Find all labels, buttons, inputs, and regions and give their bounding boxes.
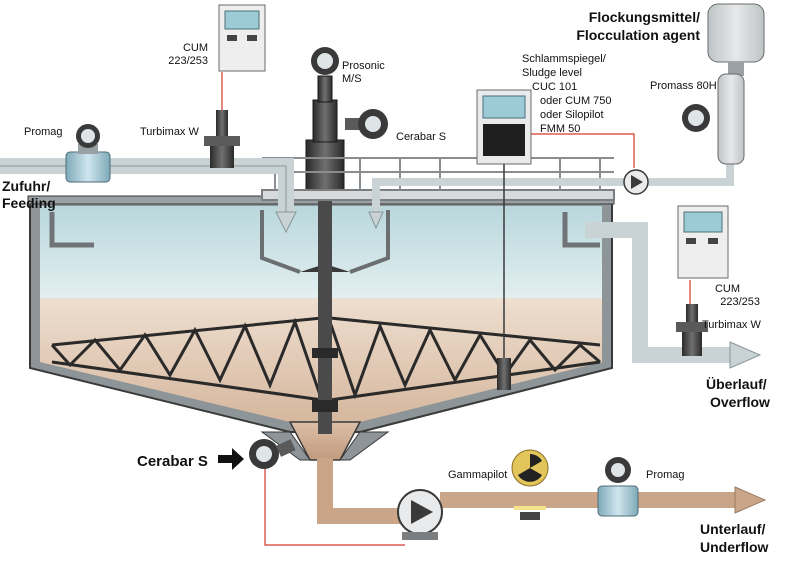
promass-flowmeter[interactable]: [682, 73, 745, 165]
cerabar-bottom-sensor[interactable]: [249, 439, 296, 469]
overflow-label-line1: Überlauf/: [706, 376, 767, 392]
cerabar-top-label: Cerabar S: [396, 131, 446, 143]
underflow-label-line1: Unterlauf/: [700, 521, 765, 537]
promass-label: Promass 80H: [650, 80, 717, 92]
cum-right-label-line2: 223/253: [720, 296, 760, 308]
sludge-label-line5: oder Silopilot: [540, 109, 604, 121]
sludge-label-line3: CUC 101: [532, 81, 577, 93]
flock-label-line2: Flocculation agent: [576, 27, 700, 43]
prosonic-label-line1: Prosonic: [342, 60, 385, 72]
promag-right-meter[interactable]: [597, 457, 639, 517]
cum-top-label-line2: 223/253: [168, 55, 208, 67]
gammapilot-sensor[interactable]: [511, 449, 549, 520]
signal-lines: [221, 72, 691, 546]
sludge-level-controller[interactable]: [476, 89, 532, 390]
feeding-label-line2: Feeding: [2, 195, 56, 211]
turbimax-left-sensor[interactable]: [204, 110, 240, 168]
prosonic-label-line2: M/S: [342, 73, 362, 85]
gammapilot-label: Gammapilot: [448, 469, 507, 481]
cerabar-bottom-label: Cerabar S: [137, 453, 208, 470]
flocculant-tank: [707, 3, 765, 76]
cerabar-top-sensor[interactable]: [345, 109, 388, 139]
underflow-label-line2: Underflow: [700, 539, 769, 555]
turbimax-right-sensor[interactable]: [676, 304, 708, 356]
turbimax-right-label: Turbimax W: [702, 319, 761, 331]
cum-right-label-line1: CUM: [715, 283, 740, 295]
sludge-label-line2: Sludge level: [522, 67, 582, 79]
labels: CUM 223/253 Prosonic M/S Flockungsmittel…: [2, 9, 770, 555]
prosonic-sensor[interactable]: [311, 47, 339, 75]
sludge-label-line4: oder CUM 750: [540, 95, 612, 107]
flock-label-line1: Flockungsmittel/: [589, 9, 700, 25]
central-drive: [305, 75, 345, 434]
cum-right-transmitter[interactable]: [677, 205, 729, 279]
promag-left-meter[interactable]: [65, 124, 111, 183]
promag-right-label: Promag: [646, 469, 685, 481]
rake-truss: [50, 316, 601, 402]
cum-top-label-line1: CUM: [183, 42, 208, 54]
overflow-label-line2: Overflow: [710, 394, 770, 410]
promag-left-label: Promag: [24, 126, 63, 138]
cum-top-transmitter[interactable]: [218, 4, 266, 72]
feeding-label-line1: Zufuhr/: [2, 178, 50, 194]
cerabar-pointer-arrow: [218, 448, 244, 470]
overflow-weirs: [49, 212, 600, 248]
sludge-label-line1: Schlammspiegel/: [522, 53, 607, 65]
underflow-pipe: [317, 458, 767, 524]
sludge-label-line6: FMM 50: [540, 123, 580, 135]
flocculant-pump[interactable]: [623, 169, 649, 195]
underflow-pump[interactable]: [397, 489, 443, 540]
turbimax-left-label: Turbimax W: [140, 126, 199, 138]
